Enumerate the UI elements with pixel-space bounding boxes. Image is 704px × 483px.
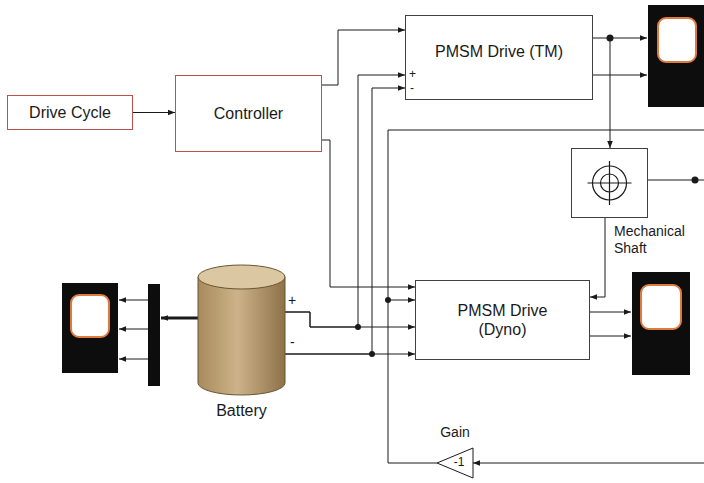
scope-body xyxy=(632,272,690,375)
scope-screen xyxy=(658,18,696,62)
battery-top xyxy=(198,265,285,289)
terminal-sign: + xyxy=(409,66,416,82)
block-label: Battery xyxy=(178,401,305,420)
terminal-sign: - xyxy=(410,80,414,96)
signal-wire xyxy=(119,300,148,301)
scope-screen xyxy=(71,295,109,337)
gain-input-wire xyxy=(473,463,704,464)
source-block: Drive Cycle xyxy=(7,95,133,130)
controller-block: Controller xyxy=(175,75,322,152)
signal-wire xyxy=(590,336,631,337)
junction-dot xyxy=(692,177,699,184)
dyno-drive-block: PMSM Drive (Dyno) xyxy=(415,280,590,360)
scope-body xyxy=(648,5,704,107)
signal-wire xyxy=(610,38,647,39)
shaft-block: Mechanical Shaft xyxy=(571,148,648,218)
gain-triangle: Gain-1 xyxy=(437,448,473,478)
battery-output xyxy=(161,317,198,320)
shaft-outline xyxy=(572,149,647,217)
terminal-sign: - xyxy=(290,334,295,350)
signal-wire xyxy=(119,329,148,330)
scope-icon xyxy=(632,272,690,375)
scope-body xyxy=(62,283,118,373)
bus-selector xyxy=(148,284,160,386)
connector xyxy=(285,312,415,327)
block-label: PMSM Drive (Dyno) xyxy=(448,301,558,339)
gain-value: -1 xyxy=(448,455,470,469)
scope-screen xyxy=(641,285,681,329)
connector xyxy=(590,218,605,297)
speed-wire xyxy=(388,130,704,300)
connector xyxy=(322,140,415,287)
connector xyxy=(322,30,405,85)
connector xyxy=(133,112,175,113)
motor-drive-block: PMSM Drive (TM) xyxy=(405,15,593,100)
scope-icon xyxy=(62,283,118,373)
terminal-sign: + xyxy=(288,292,296,308)
block-label: Controller xyxy=(214,104,283,123)
block-label: PMSM Drive (TM) xyxy=(435,42,563,61)
signal-wire xyxy=(593,75,647,76)
block-label: Gain xyxy=(425,424,485,441)
wires xyxy=(119,38,704,463)
gain-outline xyxy=(437,448,473,478)
signal-wire xyxy=(119,359,148,360)
signal-wire xyxy=(590,312,631,313)
block-label: Mechanical Shaft xyxy=(614,223,696,257)
scope-icon xyxy=(648,5,704,107)
connector xyxy=(593,38,610,148)
battery-cylinder: Battery xyxy=(198,265,285,395)
block-label: Drive Cycle xyxy=(29,103,111,122)
battery-outline xyxy=(198,265,285,395)
shaft-symbol xyxy=(588,161,632,205)
connector xyxy=(285,354,415,355)
battery-body xyxy=(198,277,285,395)
